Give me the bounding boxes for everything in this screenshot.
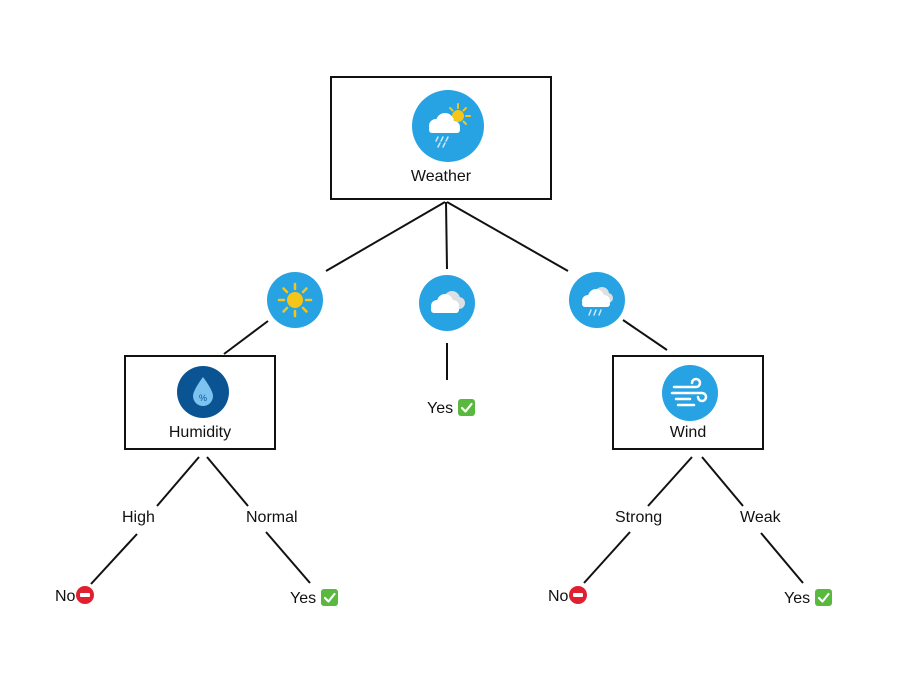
weather-label: Weather [410, 168, 472, 185]
edge-wind-weak-lower [760, 532, 804, 584]
no-entry-icon [76, 586, 95, 604]
humidity-normal-result-text: Yes [290, 590, 317, 607]
wind-weak-result-text: Yes [784, 590, 811, 607]
wind-icon [662, 365, 718, 421]
wind-strong-result-text: No [548, 588, 569, 605]
humidity-label: Humidity [168, 424, 232, 441]
edge-wind-strong-lower [583, 531, 631, 584]
cloud-icon [419, 275, 475, 331]
edge-rainy-wind [622, 319, 668, 351]
no-entry-icon [569, 586, 588, 604]
humidity-normal-result: Yes [290, 589, 339, 609]
edge-wind-strong-upper [647, 456, 693, 507]
wind-weak-result: Yes [784, 589, 833, 609]
humidity-high-result-text: No [55, 588, 76, 605]
wind-weak-label: Weak [740, 509, 781, 526]
edge-humidity-high-lower [90, 533, 138, 585]
humidity-normal-label: Normal [246, 509, 298, 526]
edge-humidity-normal-lower [265, 531, 311, 584]
edge-humidity-normal-upper [206, 456, 249, 507]
sun-icon [267, 272, 323, 328]
edge-humidity-high-upper [156, 456, 200, 507]
humidity-high-label: High [122, 509, 155, 526]
cloud-rain-icon [569, 272, 625, 328]
check-mark-icon [815, 589, 833, 606]
humidity-drop-icon: % [177, 366, 229, 418]
weather-node: Weather [330, 76, 552, 200]
wind-label: Wind [669, 424, 707, 441]
cloudy-result: Yes [427, 399, 476, 419]
edge-weather-cloudy [445, 201, 448, 270]
cloudy-result-text: Yes [427, 400, 454, 417]
edge-weather-rainy [446, 201, 569, 272]
humidity-high-result: No [55, 586, 95, 607]
check-mark-icon [321, 589, 339, 606]
svg-text:%: % [199, 393, 207, 403]
wind-node: Wind [612, 355, 764, 450]
edge-weather-sunny [325, 201, 446, 272]
edge-wind-weak-upper [701, 456, 744, 507]
wind-strong-result: No [548, 586, 588, 607]
check-mark-icon [458, 399, 476, 416]
wind-strong-label: Strong [615, 509, 663, 526]
cloud-sun-rain-icon [412, 90, 484, 162]
humidity-node: % Humidity [124, 355, 276, 450]
edge-sunny-humidity [223, 320, 269, 355]
